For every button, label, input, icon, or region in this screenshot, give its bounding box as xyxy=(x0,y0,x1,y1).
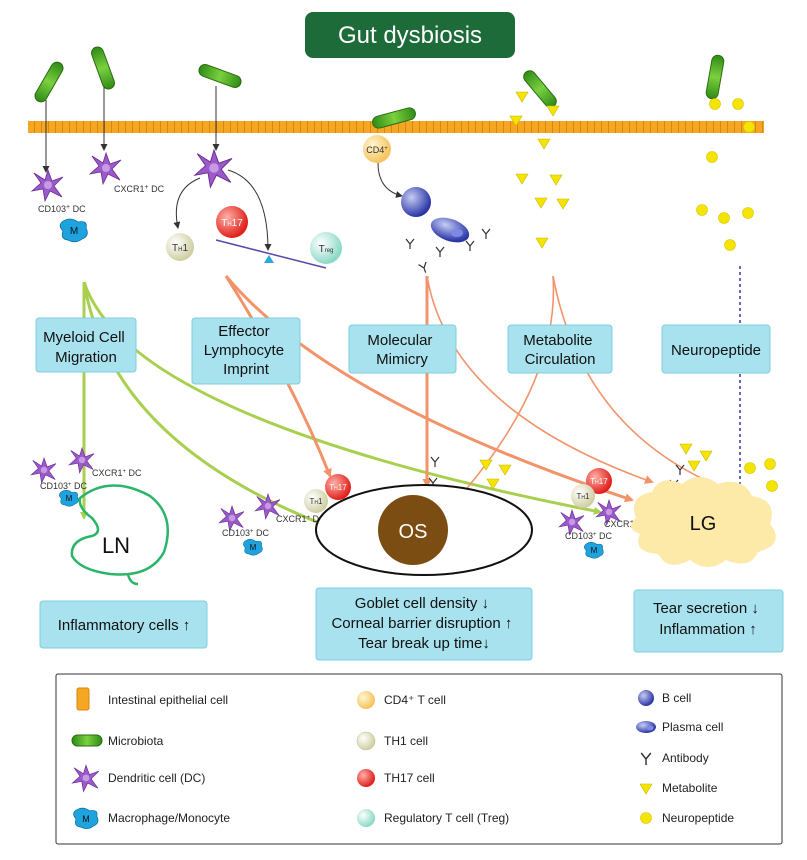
legend-label: TH1 cell xyxy=(384,734,428,748)
ln-label: LN xyxy=(102,533,130,558)
mechanism-box-mimicry: Molecular Mimicry xyxy=(348,324,457,374)
outcome-box-lg: Tear secretion ↓ Inflammation ↑ xyxy=(633,589,784,653)
svg-text:Myeloid Cell Migration: Myeloid Cell Migration xyxy=(43,329,129,366)
svg-text:TH17: TH17 xyxy=(590,477,608,486)
mimicry-group: CD4+ xyxy=(363,135,491,275)
microbiota-icon xyxy=(71,734,103,747)
mechanism-box-myeloid: Myeloid Cell Migration xyxy=(35,317,137,373)
treg-cell-icon xyxy=(357,809,375,827)
svg-text:M: M xyxy=(250,543,257,552)
mechanism-box-neuropeptide: Neuropeptide xyxy=(661,324,771,374)
svg-text:Goblet cell density ↓ Co: Goblet cell density ↓ Corneal barrier di… xyxy=(331,595,516,652)
effector-group: TH1 TH17 Treg xyxy=(166,149,342,269)
legend-label: Neuropeptide xyxy=(662,811,734,825)
microbe-arrows xyxy=(42,86,403,251)
legend-label: Microbiota xyxy=(108,734,164,748)
cd4-t-cell-icon xyxy=(357,691,375,709)
title-text: Gut dysbiosis xyxy=(338,22,482,49)
svg-text:TH1: TH1 xyxy=(310,497,324,506)
legend-label: Regulatory T cell (Treg) xyxy=(384,811,509,825)
svg-text:TH17: TH17 xyxy=(221,218,243,229)
svg-text:TH17: TH17 xyxy=(329,483,347,492)
orange-arrows xyxy=(224,275,706,503)
legend-label: Intestinal epithelial cell xyxy=(108,693,228,707)
legend-label: CD4⁺ T cell xyxy=(384,693,446,707)
svg-text:Neuropeptide: Neuropeptide xyxy=(671,342,761,359)
lymph-node: LN xyxy=(70,484,170,586)
ocular-surface: OS xyxy=(315,484,533,576)
svg-text:CD103+ DC: CD103+ DC xyxy=(40,481,88,491)
svg-text:M: M xyxy=(591,546,598,555)
svg-text:Molecular Mimicry: Molecular Mimicry xyxy=(367,332,436,368)
svg-text:TH1: TH1 xyxy=(577,492,591,501)
svg-text:Inflammatory cells ↑: Inflammatory cells ↑ xyxy=(58,617,191,634)
svg-text:M: M xyxy=(70,226,78,237)
svg-text:CD4+: CD4+ xyxy=(366,145,388,155)
neuropeptide-icon xyxy=(640,812,652,824)
legend-label: Antibody xyxy=(662,751,709,765)
svg-text:M: M xyxy=(66,494,73,503)
plasma-cell-icon xyxy=(636,721,656,733)
ln-cells: CD103+ DC CXCR1+ DC M xyxy=(30,447,142,507)
metabolites-upper xyxy=(509,91,570,249)
legend-label: TH17 cell xyxy=(384,771,435,785)
title-banner: Gut dysbiosis xyxy=(305,12,515,58)
os-label: OS xyxy=(399,521,428,543)
legend: Intestinal epithelial cell Microbiota De… xyxy=(55,673,783,845)
svg-text:Metabolite Circulation: Metabolite Circulation xyxy=(523,332,596,368)
gut-dc-group: CD103+ DC CXCR1+ DC M xyxy=(31,152,165,243)
lg-label: LG xyxy=(690,513,717,535)
mechanism-box-effector: Effector Lymphocyte Imprint xyxy=(191,317,301,385)
legend-label: Metabolite xyxy=(662,781,718,795)
svg-text:CXCR1+ DC: CXCR1+ DC xyxy=(114,184,165,194)
intestinal-epithelium xyxy=(28,121,764,133)
os-t-cells: TH17 TH1 xyxy=(304,474,351,513)
svg-text:Effector Lymphocyte: Effector Lymphocyte Imprint xyxy=(204,323,289,378)
svg-text:CD103+ DC: CD103+ DC xyxy=(222,528,270,538)
th17-cell-icon xyxy=(357,769,375,787)
outcome-box-os: Goblet cell density ↓ Corneal barrier di… xyxy=(315,587,533,661)
legend-label: Macrophage/Monocyte xyxy=(108,811,230,825)
svg-text:CD103+ DC: CD103+ DC xyxy=(38,204,86,214)
th1-cell-icon xyxy=(356,731,376,751)
legend-label: Dendritic cell (DC) xyxy=(108,771,205,785)
svg-text:M: M xyxy=(82,814,90,824)
svg-text:CD103+ DC: CD103+ DC xyxy=(565,531,613,541)
lacrimal-gland: LG xyxy=(630,477,776,567)
svg-text:Treg: Treg xyxy=(319,244,334,255)
svg-text:CXCR1+ DC: CXCR1+ DC xyxy=(92,468,142,478)
macrophage-icon: M xyxy=(73,807,99,829)
b-cell-icon xyxy=(638,690,654,706)
legend-label: Plasma cell xyxy=(662,720,723,734)
outcome-box-ln: Inflammatory cells ↑ xyxy=(39,600,208,649)
svg-text:Tear secretion ↓ Inflamm: Tear secretion ↓ Inflammation ↑ xyxy=(653,600,763,638)
epithelial-cell-icon xyxy=(76,687,90,711)
svg-text:TH1: TH1 xyxy=(172,243,188,254)
legend-label: B cell xyxy=(662,691,691,705)
mechanism-box-metabolite: Metabolite Circulation xyxy=(507,324,613,374)
